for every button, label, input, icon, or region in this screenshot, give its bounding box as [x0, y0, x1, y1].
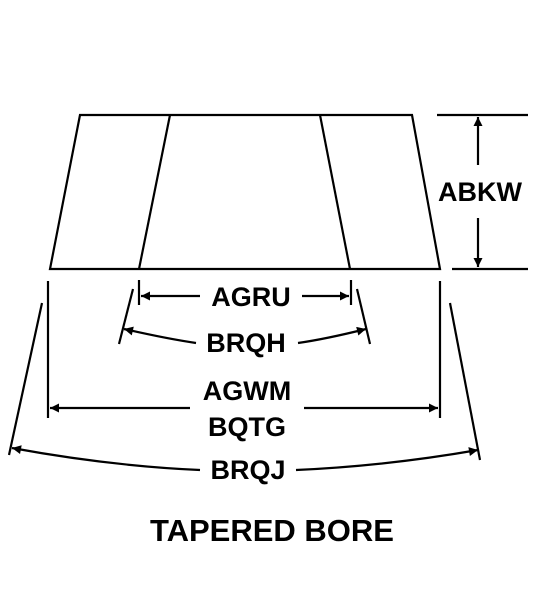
label-agru: AGRU: [211, 282, 291, 312]
label-abkw: ABKW: [438, 177, 522, 207]
label-agwm: AGWM: [203, 376, 291, 406]
brqh-extension-right: [355, 288, 372, 345]
brqj-extension-right: [448, 302, 482, 461]
label-brqj: BRQJ: [210, 455, 285, 485]
brqh-arc-right: [297, 326, 367, 345]
label-brqh: BRQH: [206, 328, 286, 358]
brqj-arc-right: [295, 447, 479, 472]
bore-right-edge: [318, 114, 352, 270]
brqh-arc-left: [123, 326, 197, 345]
brqj-arc-left: [11, 445, 201, 472]
bore-left-edge: [137, 114, 172, 270]
caption: TAPERED BORE: [150, 513, 394, 548]
brqh-extension-left: [117, 288, 135, 345]
label-bqtg: BQTG: [208, 412, 286, 442]
brqj-extension-left: [7, 302, 44, 456]
part-outline: [48, 113, 442, 271]
